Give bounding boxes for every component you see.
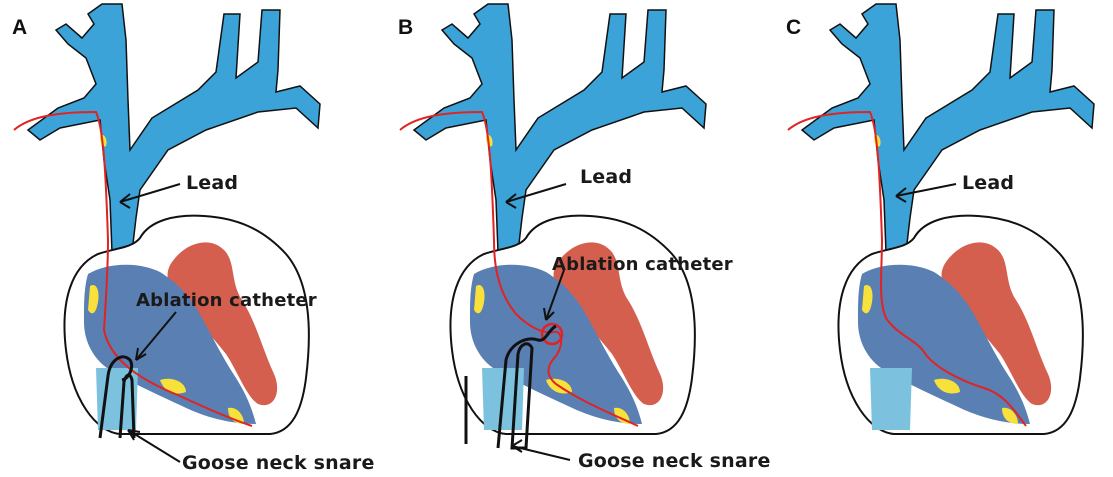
- ablation-catheter-label: Ablation catheter: [136, 290, 317, 311]
- heart-illustration-a: [0, 0, 371, 477]
- venous-tree: [802, 4, 1094, 252]
- heart-illustration-c: [774, 0, 1113, 477]
- panel-label: C: [786, 16, 801, 40]
- panel-b: B Lead Ablation catheter Goose neck snar…: [386, 0, 757, 477]
- inferior-vena-cava: [870, 368, 912, 430]
- panel-label: B: [398, 16, 413, 40]
- lead-label: Lead: [186, 172, 238, 194]
- goose-neck-snare-label: Goose neck snare: [578, 450, 771, 472]
- lead-label: Lead: [962, 172, 1014, 194]
- heart-illustration-b: [386, 0, 757, 477]
- venous-tree: [414, 4, 706, 252]
- superior-vena-cava: [414, 4, 706, 252]
- panel-a: A Lead Ablation catheter Goose neck snar…: [0, 0, 371, 477]
- venous-tree: [28, 4, 320, 252]
- lead-label: Lead: [580, 166, 632, 188]
- ablation-catheter-label: Ablation catheter: [552, 254, 733, 275]
- panel-label: A: [12, 16, 27, 40]
- superior-vena-cava: [28, 4, 320, 252]
- superior-vena-cava: [802, 4, 1094, 252]
- panel-c: C Lead: [774, 0, 1113, 477]
- goose-neck-snare-label: Goose neck snare: [182, 452, 375, 474]
